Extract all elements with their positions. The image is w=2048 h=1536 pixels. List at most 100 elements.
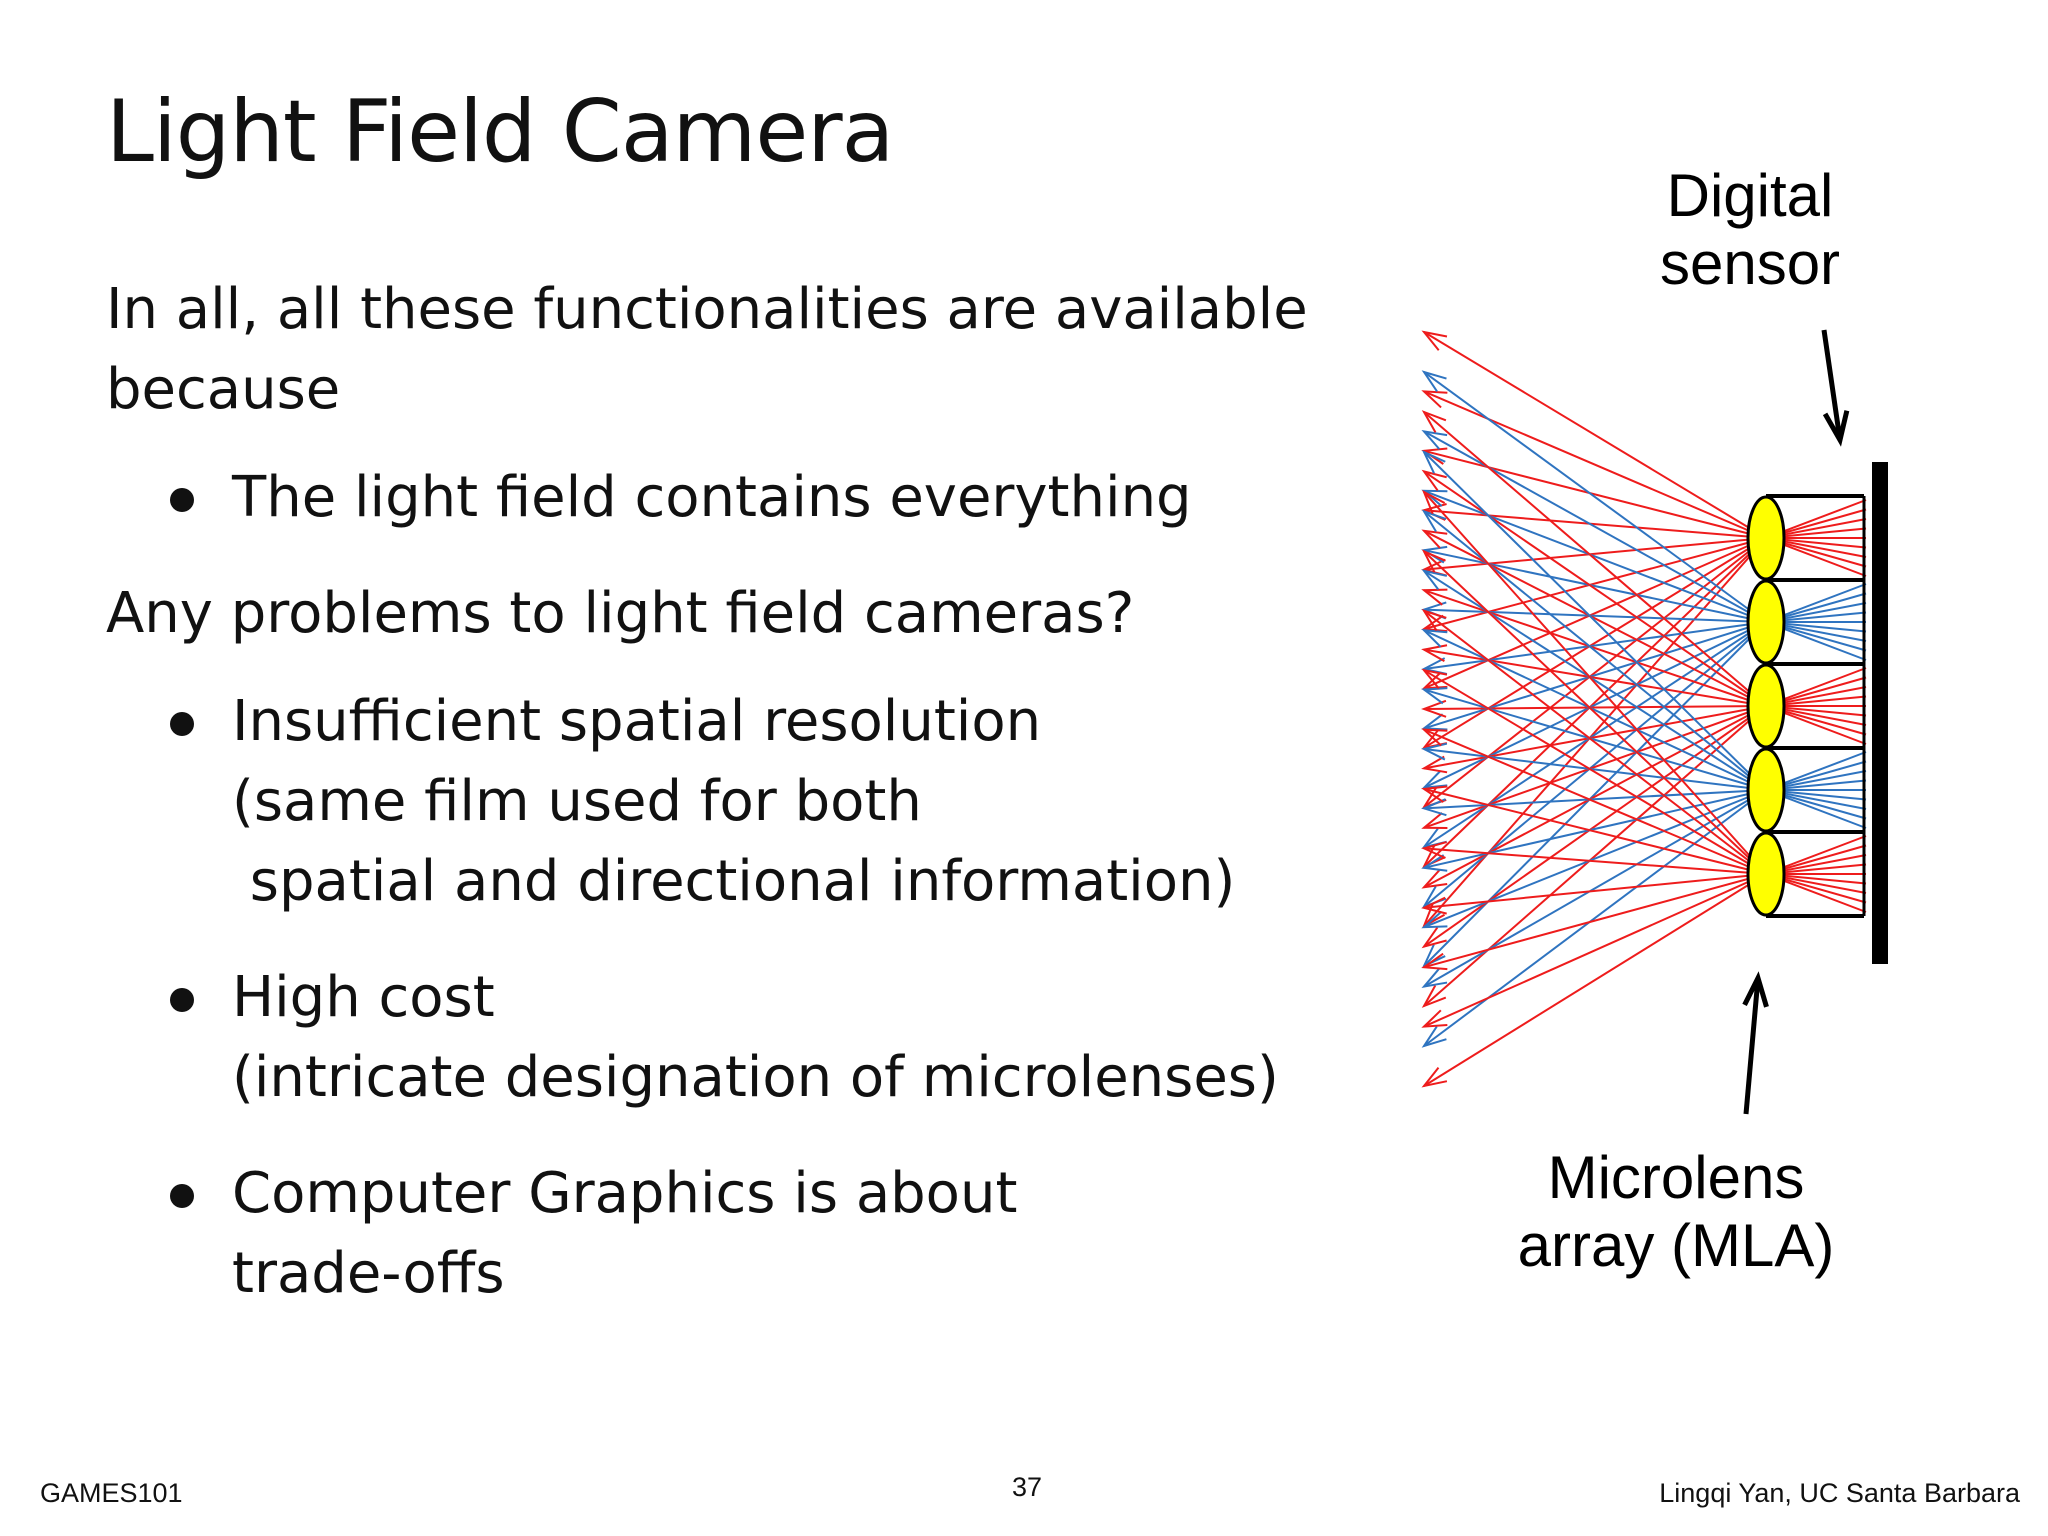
ray [1423,537,1767,927]
ray [1423,610,1767,875]
arrowhead-icon [1421,390,1448,409]
arrowhead-icon [1422,489,1446,515]
ray [1423,688,1767,791]
microlens [1746,831,1786,917]
ray [1423,510,1767,791]
arrowhead-icon [1421,968,1448,989]
ray [1423,648,1767,707]
ray [1423,491,1767,875]
arrowhead-icon [1421,549,1446,573]
arrowhead-icon [1421,668,1448,689]
ray [1423,451,1767,791]
arrowhead-icon [1421,370,1447,392]
paragraph-line: In all, all these functionalities are av… [106,277,1308,342]
arrowhead-icon [1421,910,1448,929]
ray [1423,569,1767,791]
ray [1423,537,1767,808]
ray-bundle [1421,489,1867,1088]
arrowhead-icon [1421,449,1446,474]
ray [1423,411,1767,707]
bullet-item: Computer Graphics is about trade-offs [106,1154,1406,1314]
ray [1423,669,1767,875]
ray [1423,331,1767,539]
ray [1423,509,1767,539]
ray [1423,470,1767,707]
ray [1423,449,1767,539]
arrowhead-icon [1421,770,1448,790]
ray [1423,529,1767,707]
arrowhead-icon [1421,926,1447,949]
sensor-arrow-icon [1821,329,1850,447]
bullet-line: spatial and directional information) [232,849,1236,914]
ray [1423,705,1767,770]
bullet-item: The light field contains everything [106,458,1406,538]
slide-body: In all, all these functionalities are av… [106,270,1406,1350]
ray [1423,621,1767,849]
arrowhead-icon [1421,447,1448,465]
ray [1423,537,1767,690]
ray [1423,621,1767,967]
ray [1423,629,1767,791]
ray [1423,728,1767,875]
microlens [1746,747,1786,833]
arrowhead-icon [1421,628,1448,648]
ray [1423,705,1767,948]
arrowhead-icon [1421,798,1447,817]
ray [1423,489,1767,623]
arrowhead-icon [1421,529,1448,549]
ray-bundles [1421,330,1867,1088]
slide-title: Light Field Camera [106,82,894,182]
bullet-item: Insufficient spatial resolution (same fi… [106,682,1406,922]
paragraph: In all, all these functionalities are av… [106,270,1406,430]
ray [1423,537,1767,571]
arrowhead-icon [1421,330,1448,351]
arrowhead-icon [1421,984,1447,1008]
ray [1423,873,1767,909]
ray [1423,371,1767,623]
ray [1423,537,1767,630]
ray [1423,789,1767,810]
arrowhead-icon [1421,742,1448,761]
ray [1423,789,1767,929]
arrowhead-icon [1421,841,1447,859]
bullet-icon [170,1184,194,1208]
sensor-label-line: Digital [1667,162,1834,229]
ray [1423,550,1767,875]
arrowhead-icon [1421,728,1448,747]
arrowhead-icon [1421,429,1448,450]
bullet-line: (intricate designation of microlenses) [232,1045,1279,1110]
digital-sensor [1872,462,1888,964]
bullet-line: trade-offs [232,1241,505,1306]
ray [1423,705,1767,889]
arrowhead-icon [1421,1066,1448,1088]
bullet-line: (same film used for both [232,769,922,834]
ray [1423,705,1767,829]
arrowhead-icon [1421,812,1448,829]
ray [1423,537,1767,749]
ray [1423,549,1767,623]
bullet-line: High cost [232,965,495,1030]
ray [1423,789,1767,988]
ray [1423,847,1767,875]
mla-label-line: array (MLA) [1518,1212,1835,1279]
arrowhead-icon [1421,854,1448,872]
footer-course: GAMES101 [40,1478,183,1508]
arrowhead-icon [1421,699,1447,718]
arrowhead-icon [1421,713,1448,731]
bullet-line: Insufficient spatial resolution [232,689,1042,754]
arrowhead-icon [1421,869,1448,889]
bullet-item: High cost (intricate designation of micr… [106,958,1406,1118]
bullet-icon [170,488,194,512]
paragraph-line: Any problems to light field cameras? [106,581,1135,646]
ray [1423,589,1767,707]
bullet-line: The light field contains everything [232,465,1192,530]
mla-label-line: Microlens [1548,1144,1805,1211]
bullet-icon [170,712,194,736]
microlens-array [1746,494,1866,918]
sensor-label-line: sensor [1660,230,1840,297]
ray [1423,621,1767,730]
arrowhead-icon [1421,687,1448,705]
ray [1423,873,1767,1087]
arrowhead-icon [1421,588,1448,606]
